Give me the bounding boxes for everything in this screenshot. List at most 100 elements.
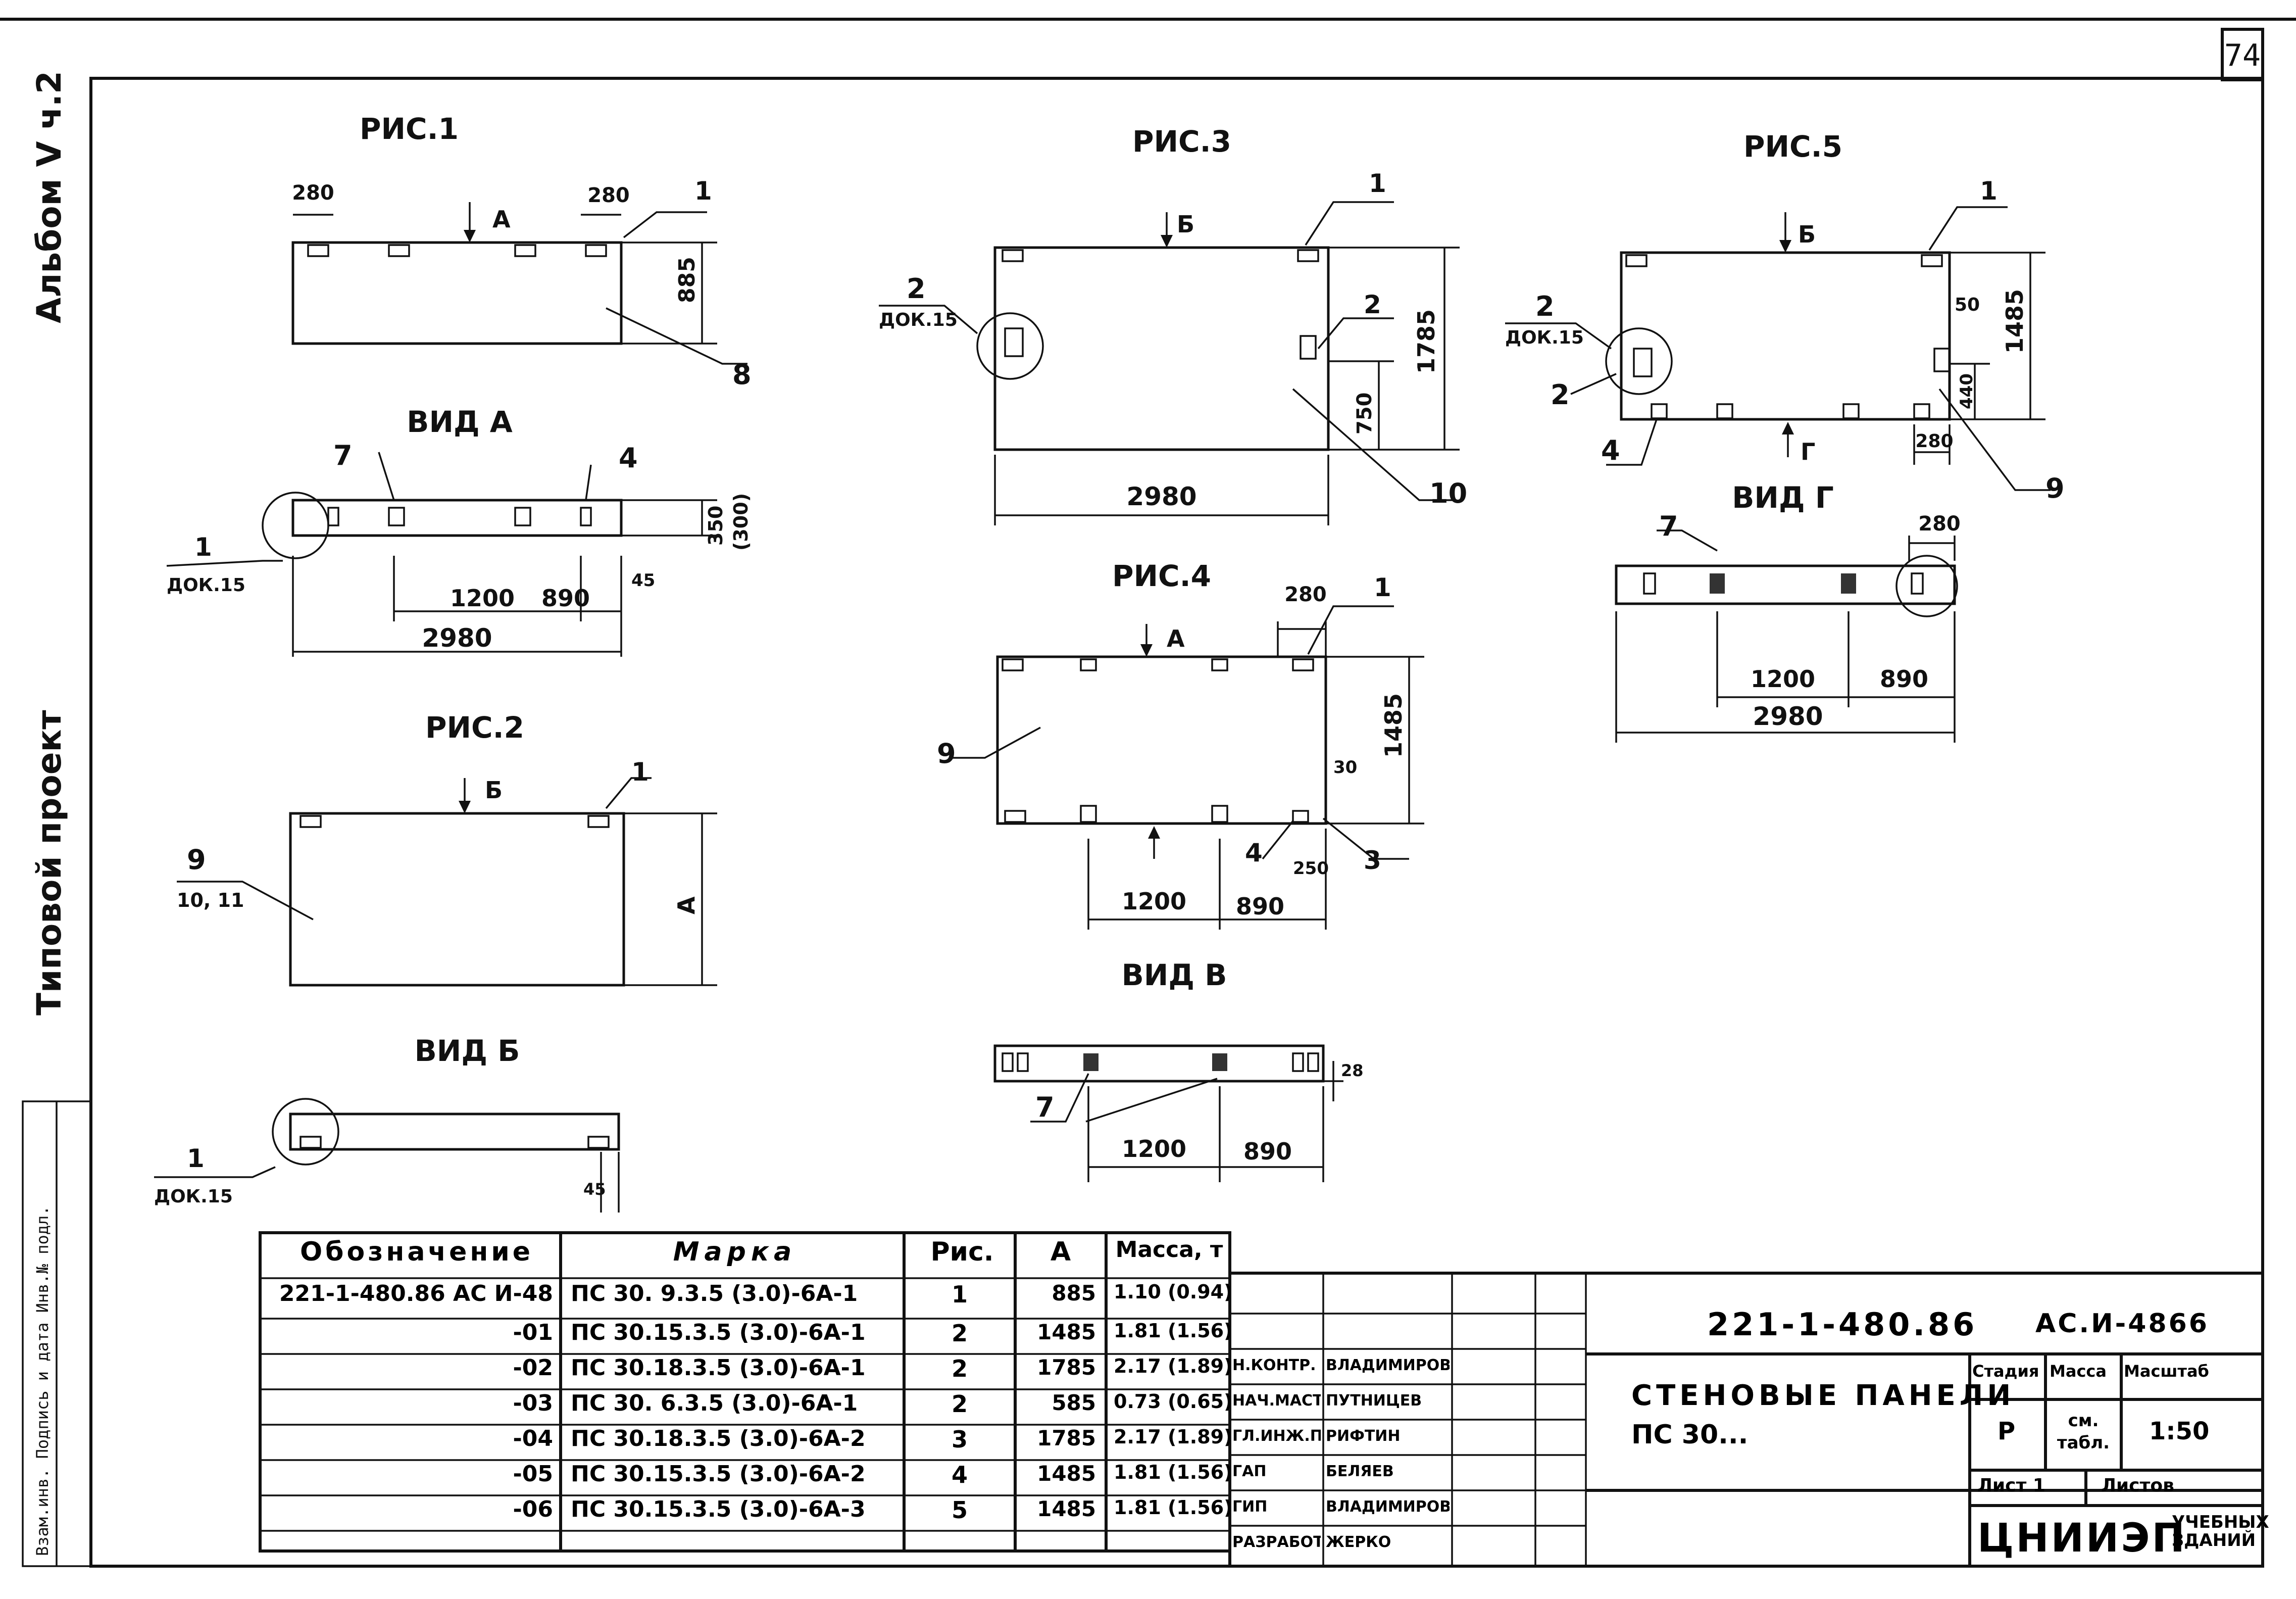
viewA-w: 2980 <box>422 623 492 653</box>
header-mass: Масса, т <box>1115 1237 1223 1263</box>
fig3-h: 1785 <box>1413 309 1440 374</box>
doc-code: 221-1-480.86 <box>1707 1306 1978 1343</box>
fig3-arrow-label: Б <box>1177 211 1194 238</box>
fig2-height: А <box>673 896 700 914</box>
viewA-panel <box>291 499 623 537</box>
cell-fig: 2 <box>951 1320 968 1347</box>
fig5-n4: 4 <box>1601 434 1620 466</box>
cell-designation: -06 <box>513 1496 554 1522</box>
fig2-n9: 9 <box>187 844 206 876</box>
cell-fig: 3 <box>951 1426 968 1453</box>
viewA-w2: 890 <box>541 585 590 612</box>
viewV-leader-7 <box>1030 1073 1218 1123</box>
viewB-detail-circle <box>272 1098 339 1166</box>
fig1-height-dim <box>621 241 717 345</box>
fig1-d1: 280 <box>292 181 334 205</box>
viewA-dims <box>292 556 622 657</box>
fig4-loops <box>1002 658 1314 823</box>
fig1-arrow-label: А <box>492 206 511 233</box>
fig1-panel <box>291 241 623 345</box>
cell-a: 1485 <box>1037 1496 1096 1521</box>
fig4-title: РИС.4 <box>1112 559 1211 593</box>
viewB-n1: 1 <box>187 1144 205 1173</box>
fig4-leaders-3-4 <box>1262 817 1409 860</box>
cell-mass: 1.81 (1.56) <box>1114 1320 1230 1342</box>
fig5-d50: 50 <box>1955 295 1980 315</box>
viewG-w: 2980 <box>1753 702 1823 731</box>
cell-mass: 1.81 (1.56) <box>1114 1461 1230 1483</box>
role-title: Н.контр. <box>1232 1356 1316 1374</box>
viewA-w1: 1200 <box>450 585 515 612</box>
fig5-leader-2a <box>1505 322 1612 350</box>
fig3-width-dim <box>994 455 1329 525</box>
viewA-n7: 7 <box>333 440 353 471</box>
sheet-number-box <box>2221 28 2264 81</box>
viewV-w1: 1200 <box>1122 1135 1186 1162</box>
viewG-leader-7 <box>1657 529 1718 552</box>
mass-label: Масса <box>2050 1362 2107 1381</box>
fig1-leader-1 <box>623 211 707 238</box>
fig1-loops <box>307 244 607 257</box>
viewB-title: ВИД Б <box>415 1034 520 1068</box>
fig2-loops <box>300 815 610 828</box>
org-name: ЦНИИЭП <box>1977 1516 2187 1561</box>
fig3-n1: 1 <box>1369 169 1386 198</box>
viewG-title: ВИД Г <box>1732 480 1834 515</box>
fig5-arrow-bottom <box>1782 422 1794 434</box>
fig3-detail-circle <box>976 312 1044 380</box>
fig4-w2: 890 <box>1236 893 1284 920</box>
cell-mark: ПС 30.15.3.5 (3.0)-6А-1 <box>571 1320 866 1345</box>
viewA-dok: ДОК.15 <box>167 575 245 596</box>
fig4-d: 280 <box>1284 583 1327 606</box>
fig2-leader-9 <box>177 881 314 920</box>
fig5-loops <box>1625 254 1951 419</box>
viewA-title: ВИД А <box>407 405 513 439</box>
fig3-panel <box>993 246 1330 451</box>
fig2-n1: 1 <box>631 757 649 787</box>
cell-mark: ПС 30.15.3.5 (3.0)-6А-3 <box>571 1496 866 1522</box>
role-title: ГИП <box>1232 1498 1268 1516</box>
viewG-dims <box>1615 611 1956 743</box>
cell-designation: -04 <box>513 1426 554 1451</box>
viewA-height-dim <box>621 499 717 537</box>
role-title: ГАП <box>1232 1463 1267 1480</box>
fig5-dok: ДОК.15 <box>1505 327 1584 348</box>
viewG-w2: 890 <box>1880 665 1928 693</box>
cell-mark: ПС 30.18.3.5 (3.0)-6А-2 <box>571 1426 866 1451</box>
margin-album: Альбом V ч.2 <box>30 71 69 323</box>
viewA-d45: 45 <box>631 570 655 591</box>
margin-project: Типовой проект <box>30 710 69 1015</box>
viewB-dim <box>600 1152 620 1213</box>
title-block <box>1228 1272 2264 1568</box>
role-name: Рифтин <box>1326 1427 1401 1445</box>
header-a: А <box>1050 1237 1071 1267</box>
fig4-arrow-bottom <box>1148 826 1160 839</box>
viewG-d280-dim <box>1908 536 1956 561</box>
fig1-title: РИС.1 <box>360 112 459 146</box>
cell-a: 885 <box>1052 1281 1096 1305</box>
fig4-d250: 250 <box>1293 858 1329 879</box>
fig4-arrow-label: А <box>1167 625 1185 652</box>
fig5-arrow-top-label: Б <box>1798 221 1816 248</box>
cell-designation: -05 <box>513 1461 554 1487</box>
viewB-panel <box>289 1112 620 1151</box>
doc-title-2: ПС 30... <box>1631 1420 1749 1450</box>
fig3-arrow <box>1161 235 1173 248</box>
fig3-n10: 10 <box>1429 477 1467 509</box>
fig2-arrow <box>459 801 471 813</box>
fig2-height-dim <box>624 812 717 986</box>
fig4-width-dims <box>1087 829 1327 930</box>
viewV-n7: 7 <box>1035 1091 1055 1123</box>
fig3-n2a: 2 <box>907 273 926 305</box>
scale-label: Масштаб <box>2124 1362 2209 1381</box>
cell-fig: 2 <box>951 1355 968 1382</box>
sheets-label: Листов <box>2101 1475 2174 1496</box>
fig3-leader-10 <box>1292 388 1455 501</box>
cell-a: 1785 <box>1037 1355 1096 1380</box>
role-title: Гл.инж.пр. <box>1232 1427 1321 1445</box>
fig4-height-dim <box>1326 656 1424 825</box>
cell-mark: ПС 30.15.3.5 (3.0)-6А-2 <box>571 1461 866 1487</box>
viewB-leader-1 <box>154 1166 276 1178</box>
fig4-arrow <box>1140 644 1153 657</box>
fig3-dok: ДОК.15 <box>879 310 958 330</box>
